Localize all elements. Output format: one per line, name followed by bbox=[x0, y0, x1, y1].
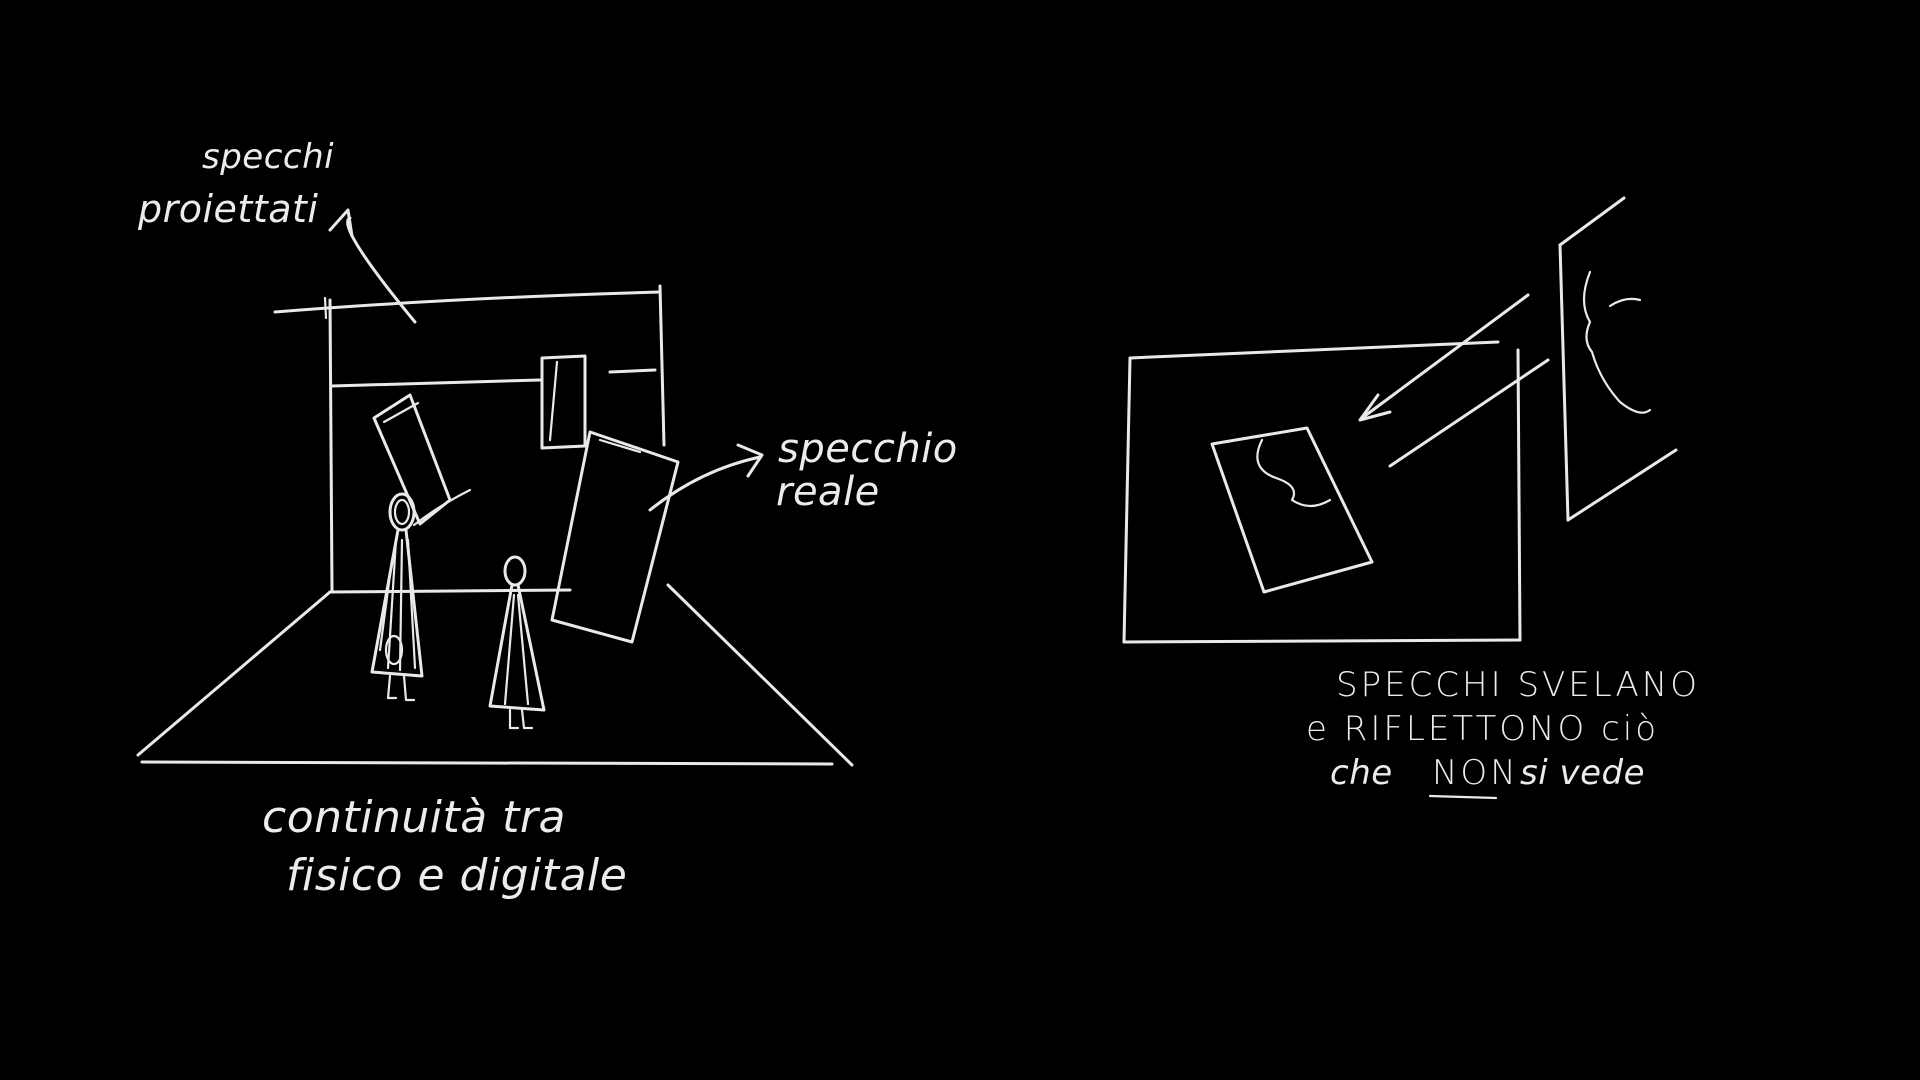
caption-continuity-line2: fisico e digitale bbox=[286, 850, 627, 901]
figure-child bbox=[488, 555, 546, 730]
figure-adult bbox=[370, 492, 424, 702]
caption-mirrors-line3-before: che bbox=[1330, 753, 1393, 793]
inner-mirror bbox=[1210, 426, 1374, 594]
arrow-reflection-out bbox=[1388, 358, 1550, 468]
arrow-to-real-mirror bbox=[648, 443, 764, 512]
stage-back-wall bbox=[273, 284, 666, 592]
caption-continuity-line1: continuità tra bbox=[262, 792, 566, 843]
caption-mirrors-line1: SPECCHI SVELANO bbox=[1336, 665, 1700, 705]
emphasis-underline bbox=[1428, 794, 1498, 800]
large-frame bbox=[1122, 340, 1522, 644]
caption-mirrors-line2: e RIFLETTONO ciò bbox=[1306, 709, 1659, 749]
label-projected-mirrors-line2: proiettati bbox=[137, 187, 318, 231]
arrow-to-projected-mirrors bbox=[328, 208, 417, 324]
label-projected-mirrors-line1: specchi bbox=[202, 137, 334, 177]
right-sketch: SPECCHI SVELANO e RIFLETTONO ciò che NON… bbox=[1122, 196, 1700, 800]
caption-mirrors-line3-emphasis: NON bbox=[1432, 753, 1519, 793]
label-real-mirror-line2: reale bbox=[776, 469, 880, 515]
side-mirror-face bbox=[1558, 196, 1678, 522]
left-sketch: specchi proiettati specchio reale contin… bbox=[136, 137, 958, 901]
arrow-reflection-in bbox=[1358, 293, 1530, 422]
projected-mirror-2 bbox=[540, 354, 587, 450]
caption-mirrors-line3-after: si vede bbox=[1520, 753, 1645, 793]
label-real-mirror-line1: specchio bbox=[778, 426, 958, 472]
real-mirror bbox=[550, 430, 680, 644]
projected-mirror-1 bbox=[372, 393, 472, 527]
stage-floor bbox=[136, 583, 854, 767]
